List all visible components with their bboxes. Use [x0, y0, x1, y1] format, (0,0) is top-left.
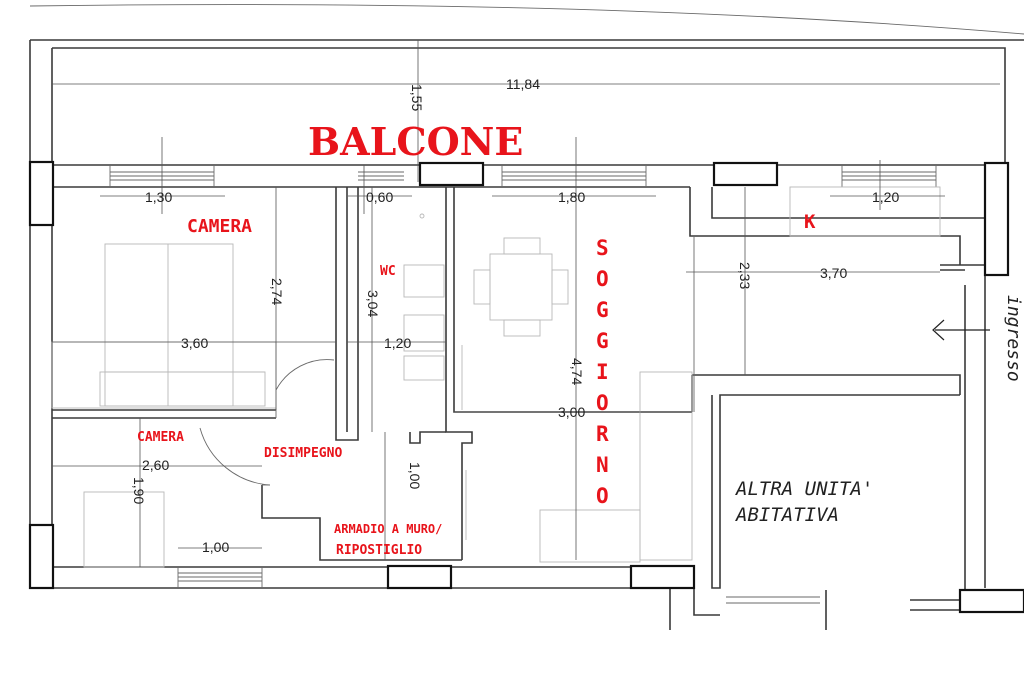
pillars — [28, 160, 1024, 614]
soggiorno-letter: O — [596, 267, 609, 291]
dim-soggiorno-depth: 4,74 — [569, 358, 585, 385]
soggiorno-letter: G — [596, 298, 609, 322]
balcony-outline — [29, 4, 1024, 588]
door-swing — [199, 359, 335, 486]
dim-k-depth: 2,33 — [737, 262, 753, 289]
dim-camera2-depth: 1,90 — [131, 477, 147, 504]
label-ripostiglio: RIPOSTIGLIO — [336, 543, 422, 558]
dim-soggiorno-width: 3,00 — [558, 404, 585, 420]
soggiorno-letter: O — [596, 391, 609, 415]
dim-window-camera2: 1,00 — [202, 539, 229, 555]
label-wc: WC — [380, 264, 396, 279]
soggiorno-letter: O — [596, 484, 609, 508]
dim-camera2-width: 2,60 — [142, 457, 169, 473]
soggiorno-letter: N — [596, 453, 609, 477]
label-camera: CAMERA — [187, 216, 252, 237]
dim-camera-width: 3,60 — [181, 335, 208, 351]
interior-walls — [52, 187, 961, 589]
dim-wc-width: 1,20 — [384, 335, 411, 351]
soggiorno-letter: I — [596, 360, 609, 384]
dim-camera-depth: 2,74 — [269, 278, 285, 305]
label-ingresso: ingresso — [1003, 295, 1024, 382]
label-disimpegno: DISIMPEGNO — [264, 446, 342, 461]
dim-balcony-depth: 1,55 — [409, 84, 425, 111]
label-armadio: ARMADIO A MURO/ — [334, 522, 442, 536]
dimension-lines — [52, 40, 1000, 567]
dim-disimpegno-depth: 1,00 — [407, 462, 423, 489]
dim-total-width: 11,84 — [506, 76, 540, 92]
room-labels: BALCONE CAMERA CAMERA WC K DISIMPEGNO AR… — [137, 119, 1024, 558]
label-k: K — [804, 211, 816, 233]
label-altra-unita: ALTRA UNITA' — [735, 478, 873, 500]
dim-entry-width: 3,70 — [820, 265, 847, 281]
dim-window-k: 1,20 — [872, 189, 899, 205]
soggiorno-letter: G — [596, 329, 609, 353]
label-abitativa: ABITATIVA — [735, 504, 839, 526]
exterior-walls — [30, 164, 1024, 630]
entrance-arrow-icon — [932, 319, 990, 341]
dimension-labels: 11,84 1,55 1,30 0,60 1,80 1,20 2,74 3,04… — [131, 76, 899, 555]
dim-window-soggiorno: 1,80 — [558, 189, 585, 205]
label-balcone: BALCONE — [308, 119, 523, 164]
soggiorno-letter: R — [596, 422, 609, 446]
label-camera-small: CAMERA — [137, 430, 184, 445]
dim-window-wc: 0,60 — [366, 189, 393, 205]
label-soggiorno: S O G G I O R N O — [596, 236, 609, 508]
dim-wc-depth: 3,04 — [365, 290, 381, 317]
soggiorno-letter: S — [596, 236, 609, 260]
furniture — [51, 186, 941, 568]
dim-window-camera: 1,30 — [145, 189, 172, 205]
